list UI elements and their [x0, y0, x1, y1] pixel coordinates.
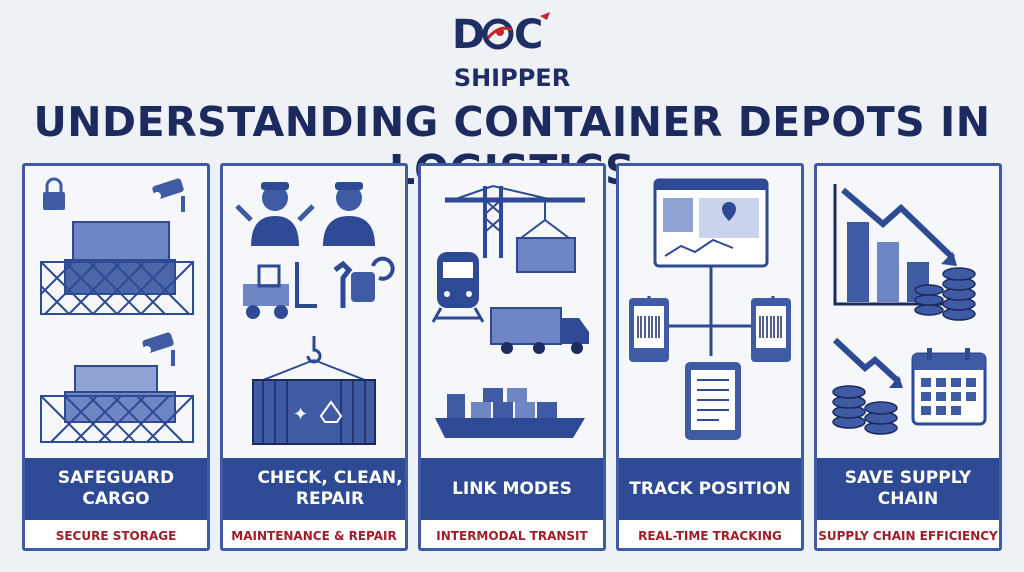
tablet-icon: [685, 362, 741, 440]
down-arrow-icon: [832, 337, 903, 388]
panel-check-clean-repair: ✦ CHECK, CLEAN, REPAIR MAINTENANCE & REP…: [220, 163, 408, 551]
svg-text:C: C: [514, 12, 545, 54]
bar-chart-icon: [833, 184, 955, 306]
tools-icon: [333, 256, 395, 308]
logo-shipper: SHIPPER: [453, 64, 571, 92]
fence-icon: [40, 395, 194, 443]
crane-icon: [445, 185, 585, 258]
scanner-device-icon: [751, 298, 791, 362]
container-icon: ✦: [252, 379, 376, 445]
coins-icon: [832, 385, 898, 435]
worker-icon: [323, 182, 375, 246]
maintenance-illustration: ✦: [235, 182, 395, 445]
panel-label: TRACK POSITION: [619, 458, 801, 520]
doc-logo-icon: D C: [452, 12, 550, 58]
security-camera-icon: [152, 178, 185, 212]
secure-storage-illustration: [40, 177, 194, 443]
panel-sub: REAL-TIME TRACKING: [619, 520, 801, 548]
panel-sub: SUPPLY CHAIN EFFICIENCY: [817, 520, 999, 548]
efficiency-illustration: [832, 184, 987, 435]
network-lines: [647, 266, 775, 356]
ship-icon: [435, 388, 585, 438]
fence-icon: [40, 261, 194, 315]
worker-icon: [235, 182, 315, 246]
calendar-icon: [911, 348, 987, 426]
down-arrow-icon: [841, 187, 957, 266]
truck-icon: [490, 307, 589, 354]
svg-text:D: D: [452, 12, 487, 54]
padlock-icon: [43, 177, 65, 210]
svg-text:✦: ✦: [293, 404, 308, 425]
scanner-device-icon: [629, 298, 669, 362]
panel-track-position: TRACK POSITION REAL-TIME TRACKING: [616, 163, 804, 551]
train-icon: [431, 252, 485, 323]
panel-label: LINK MODES: [421, 458, 603, 520]
panel-row: SAFEGUARD CARGO SECURE STORAGE: [22, 163, 1002, 555]
panel-sub: SECURE STORAGE: [25, 520, 207, 548]
security-camera-icon: [142, 332, 175, 366]
container-icon: [516, 219, 576, 273]
panel-safeguard-cargo: SAFEGUARD CARGO SECURE STORAGE: [22, 163, 210, 551]
logo: D C SHIPPER: [0, 10, 1024, 98]
panel-label: SAVE SUPPLY CHAIN: [817, 458, 999, 520]
panel-label: CHECK, CLEAN, REPAIR: [223, 458, 405, 520]
panel-link-modes: LINK MODES INTERMODAL TRANSIT: [418, 163, 606, 551]
tracking-illustration: [629, 178, 791, 440]
forklift-icon: [243, 262, 317, 319]
panel-label: SAFEGUARD CARGO: [25, 458, 207, 520]
intermodal-illustration: [431, 185, 589, 438]
coins-icon: [914, 267, 976, 321]
crane-hook-icon: [257, 336, 371, 383]
logo-doc: D C: [0, 10, 1024, 63]
panel-save-supply-chain: SAVE SUPPLY CHAIN SUPPLY CHAIN EFFICIENC…: [814, 163, 1002, 551]
panel-sub: MAINTENANCE & REPAIR: [223, 520, 405, 548]
panel-sub: INTERMODAL TRANSIT: [421, 520, 603, 548]
monitor-map-icon: [653, 178, 769, 268]
